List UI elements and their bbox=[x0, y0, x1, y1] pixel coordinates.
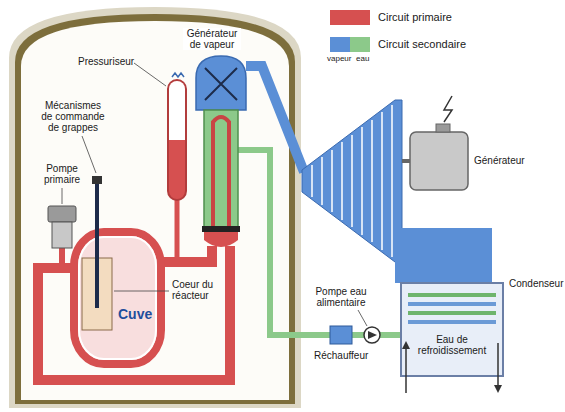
control-rod bbox=[95, 180, 99, 308]
label-slot: Pompe primaire bbox=[37, 163, 87, 185]
condenser-tube bbox=[408, 302, 496, 306]
label-slot: Générateur bbox=[474, 155, 525, 166]
legend-swatch-part bbox=[330, 37, 350, 52]
component-label: Pompe eau alimentaire bbox=[312, 286, 370, 308]
component-label: Pressuriseur bbox=[78, 56, 134, 67]
component-label: Générateur de vapeur bbox=[183, 28, 241, 50]
label-slot: Pompe eau alimentaire bbox=[312, 286, 370, 308]
pressurizer-steam bbox=[169, 81, 185, 140]
shaft bbox=[402, 159, 410, 163]
reactor-vessel: Cuve bbox=[70, 228, 165, 368]
reactor-vessel-outline bbox=[70, 228, 165, 368]
rod-drive bbox=[92, 176, 102, 184]
pump-motor bbox=[48, 206, 76, 222]
condenser-tube bbox=[408, 311, 496, 315]
vessel-wall bbox=[74, 232, 161, 364]
label-slot: Mécanismes de commande de grappes bbox=[40, 100, 106, 133]
steam-separator bbox=[205, 68, 237, 100]
turbine-exhaust bbox=[395, 228, 492, 283]
label-slot: vapeur bbox=[327, 54, 351, 64]
generator bbox=[410, 132, 468, 190]
pump-body bbox=[52, 222, 72, 248]
condenser-box-outline bbox=[400, 282, 504, 377]
component-label: Mécanismes de commande de grappes bbox=[40, 100, 106, 133]
component-label: Générateur bbox=[474, 155, 525, 166]
condenser-tube bbox=[408, 293, 496, 297]
component-label: Coeur du réacteur bbox=[172, 279, 218, 301]
legend-text-slot: Circuit secondaire bbox=[378, 38, 466, 51]
cooling-water-outlet bbox=[497, 343, 499, 387]
vessel-label: Cuve bbox=[118, 306, 152, 322]
component-label: Réchauffeur bbox=[314, 350, 368, 361]
vessel-liner bbox=[79, 237, 156, 359]
text-slot: Cuve bbox=[118, 306, 152, 322]
containment-wall bbox=[15, 14, 295, 404]
feedwater-pump bbox=[364, 327, 380, 343]
arrowhead bbox=[402, 341, 410, 349]
containment-inner bbox=[21, 21, 289, 400]
pressurizer bbox=[168, 80, 186, 200]
legend-swatch bbox=[330, 37, 370, 52]
label-slot: Coeur du réacteur bbox=[172, 279, 218, 301]
generator-terminal bbox=[436, 124, 450, 132]
component-label: Pompe primaire bbox=[37, 163, 87, 185]
pump-symbol bbox=[368, 331, 377, 339]
condenser-tube bbox=[408, 320, 496, 324]
legend-text-slot: Circuit primaire bbox=[378, 11, 452, 24]
surge-line bbox=[175, 198, 180, 262]
arrowhead bbox=[494, 385, 502, 393]
leader-line bbox=[358, 310, 367, 326]
condenser-label: Condenseur bbox=[509, 278, 563, 289]
water-box bbox=[204, 232, 238, 247]
text-slot: Condenseur bbox=[509, 278, 563, 289]
label-slot: eau bbox=[356, 54, 369, 64]
turbine-blades bbox=[312, 105, 392, 257]
legend-text: Circuit primaire bbox=[378, 11, 452, 24]
legend-text: Circuit secondaire bbox=[378, 38, 466, 51]
pump-connection bbox=[59, 246, 65, 268]
label-slot: Générateur de vapeur bbox=[183, 28, 241, 50]
tube-sheet bbox=[202, 226, 240, 232]
cooling-water-inlet bbox=[405, 345, 407, 393]
leader-line bbox=[134, 63, 166, 86]
condenser-box: CondenseurEau de refroidissement bbox=[400, 282, 504, 377]
feedwater-heater bbox=[330, 326, 352, 344]
leader-line bbox=[114, 291, 169, 292]
u-tubes bbox=[213, 117, 229, 228]
legend-swatch-part bbox=[350, 37, 370, 52]
leader-line bbox=[114, 291, 165, 292]
condenser-shell bbox=[401, 283, 503, 376]
leader-line bbox=[82, 136, 96, 173]
cooling-water-label: Eau de refroidissement bbox=[414, 334, 490, 356]
label-slot: Pressuriseur bbox=[78, 56, 134, 67]
spray-nozzle bbox=[172, 73, 184, 77]
text-slot: Eau de refroidissement bbox=[414, 334, 490, 356]
leader-line bbox=[62, 188, 63, 204]
lightning-symbol bbox=[444, 96, 452, 122]
label-slot: Réchauffeur bbox=[314, 350, 368, 361]
steam-generator-dome bbox=[196, 56, 246, 110]
legend-swatch bbox=[330, 10, 370, 25]
turbine bbox=[302, 100, 402, 262]
legend-sublabel: eau bbox=[356, 54, 369, 64]
steam-line bbox=[246, 66, 304, 172]
steam-generator-body bbox=[204, 110, 238, 228]
legend-sublabel: vapeur bbox=[327, 54, 351, 64]
